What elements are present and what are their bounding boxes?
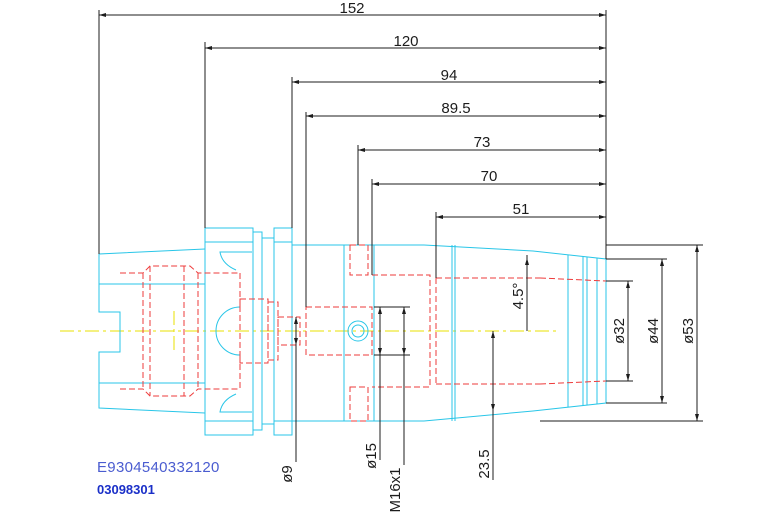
hidden-lines <box>120 244 607 422</box>
dim-length-94: 94 <box>441 67 458 84</box>
dim-angle: 4.5° <box>510 283 527 310</box>
dim-length-70: 70 <box>481 168 498 185</box>
dimension-arrows <box>99 13 699 421</box>
dim-dia-15: ø15 <box>363 443 380 469</box>
dim-dia-32: ø32 <box>611 318 628 344</box>
dim-length-120: 120 <box>393 33 418 50</box>
part-code: E9304540332120 <box>97 459 220 476</box>
dim-length-152: 152 <box>339 0 364 17</box>
dim-dia-53: ø53 <box>680 318 697 344</box>
dim-offset-23-5: 23.5 <box>476 449 493 478</box>
dimension-lines <box>98 10 703 480</box>
dim-length-89-5: 89.5 <box>441 100 470 117</box>
dim-dia-9: ø9 <box>279 465 296 483</box>
dim-length-73: 73 <box>474 134 491 151</box>
centerline <box>60 311 560 352</box>
tool-holder-outline <box>98 227 607 436</box>
dim-dia-44: ø44 <box>645 318 662 344</box>
dim-length-51: 51 <box>513 201 530 218</box>
dim-thread-m16x1: M16x1 <box>387 467 404 512</box>
part-number: 03098301 <box>97 482 155 497</box>
